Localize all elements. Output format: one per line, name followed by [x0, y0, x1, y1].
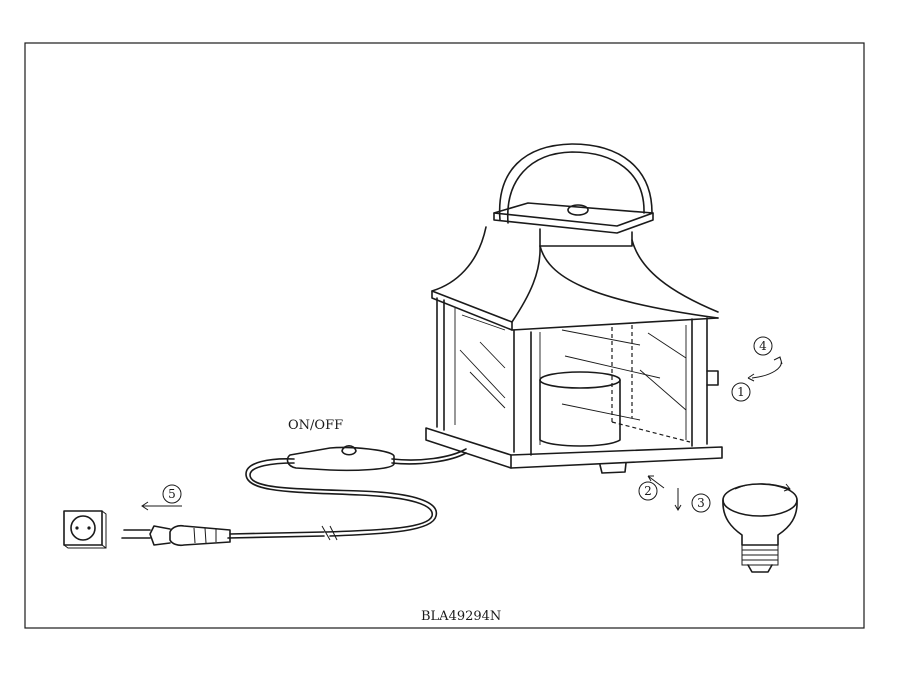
- model-number: BLA49294N: [421, 609, 501, 624]
- step-marker-1: 1: [731, 382, 751, 402]
- lantern-roof: [431, 226, 541, 323]
- switch-label: ON/OFF: [288, 418, 343, 433]
- lantern-latch: [706, 370, 719, 386]
- power-plug: [121, 524, 231, 547]
- arrow-left-icon: [141, 501, 182, 511]
- step-marker-2: 2: [638, 481, 658, 501]
- power-cable: [227, 448, 467, 541]
- step-marker-3: 3: [691, 493, 711, 513]
- svg-text:3: 3: [697, 496, 705, 510]
- lantern-base: [425, 427, 723, 469]
- svg-text:1: 1: [737, 385, 745, 399]
- wall-socket: [63, 510, 107, 549]
- svg-text:4: 4: [759, 339, 767, 353]
- step-marker-4: 4: [753, 336, 773, 356]
- on-off-switch: [286, 444, 395, 472]
- svg-text:5: 5: [168, 487, 176, 501]
- step-marker-5: 5: [162, 484, 182, 504]
- svg-text:2: 2: [644, 484, 652, 498]
- diagram-frame: [24, 42, 865, 629]
- candle-cylinder: [539, 371, 621, 447]
- rotate-arrow-icon: [751, 356, 783, 379]
- arrow-down-icon: [674, 488, 682, 511]
- arrow-up-icon: [647, 475, 665, 489]
- lantern: [425, 143, 723, 474]
- lantern-frame: [436, 297, 445, 431]
- lantern-handle: [507, 151, 645, 224]
- light-bulb: [722, 483, 798, 573]
